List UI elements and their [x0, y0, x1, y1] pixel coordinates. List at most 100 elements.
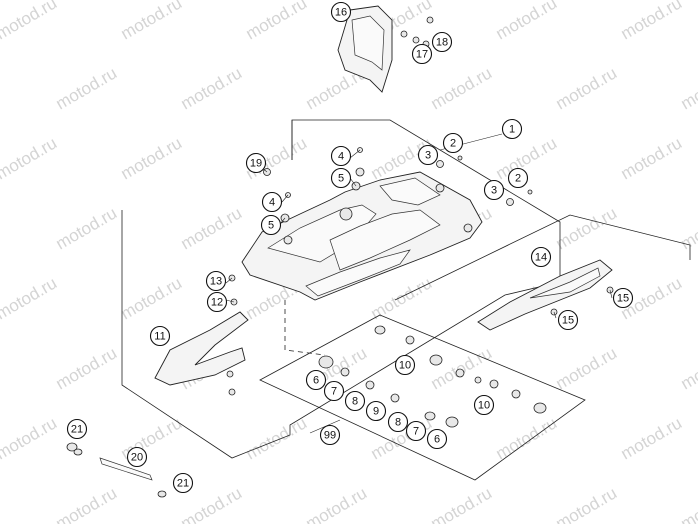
callout-1: 1 [501, 118, 523, 140]
callout-10b: 10 [473, 394, 495, 416]
callout-14: 14 [530, 246, 552, 268]
callout-14-label: 14 [535, 252, 547, 264]
callout-6a-circle [305, 369, 327, 391]
watermark-text: motod.ru [178, 63, 246, 113]
watermark-text: motod.ru [0, 413, 60, 463]
callout-6b-circle [426, 428, 448, 450]
callout-5b: 5 [260, 214, 282, 236]
callout-9-circle [365, 400, 387, 422]
callout-12-circle [206, 291, 228, 313]
callout-15b-label: 15 [562, 315, 574, 327]
callout-5a-circle [330, 167, 352, 189]
callout-15b: 15 [557, 309, 579, 331]
watermark-text: motod.ru [493, 0, 561, 43]
callout-8b: 8 [387, 411, 409, 433]
callout-1-label: 1 [509, 124, 515, 136]
callout-2b: 2 [507, 167, 529, 189]
watermark-text: motod.ru [53, 203, 121, 253]
watermark-text: motod.ru [53, 483, 121, 524]
watermark-text: motod.ru [553, 343, 621, 393]
callout-2a-label: 2 [450, 138, 456, 150]
callout-4a: 4 [330, 145, 352, 167]
callout-15a-circle [612, 287, 634, 309]
watermark-text: motod.ru [678, 343, 698, 393]
callout-4b-circle [261, 191, 283, 213]
callout-7b-circle [405, 420, 427, 442]
callout-5a-label: 5 [338, 173, 344, 185]
callout-21a: 21 [66, 418, 88, 440]
callout-6b: 6 [426, 428, 448, 450]
callout-3a-label: 3 [425, 150, 431, 162]
callout-20: 20 [126, 446, 148, 468]
callout-2a: 2 [442, 132, 464, 154]
callout-6a: 6 [305, 369, 327, 391]
callout-16-label: 16 [335, 7, 347, 19]
callout-13-circle [205, 270, 227, 292]
callout-15a-label: 15 [617, 293, 629, 305]
callout-21b-label: 21 [177, 478, 189, 490]
callout-17: 17 [411, 43, 433, 65]
watermark-text: motod.ru [618, 413, 686, 463]
leader-dashed [284, 300, 326, 356]
chain-slider-part [154, 274, 249, 396]
callout-11-label: 11 [154, 331, 165, 343]
watermark-text: motod.ru [553, 483, 621, 524]
callout-2b-label: 2 [515, 173, 521, 185]
callout-7a: 7 [323, 380, 345, 402]
watermark-text: motod.ru [618, 0, 686, 43]
chain-guide-part [337, 5, 393, 93]
callout-3b: 3 [483, 179, 505, 201]
watermark-text: motod.ru [553, 203, 621, 253]
callout-8a: 8 [344, 390, 366, 412]
callout-10a-label: 10 [399, 360, 411, 372]
watermark-text: motod.ru [0, 0, 60, 43]
callout-4a-circle [330, 145, 352, 167]
callout-14-circle [530, 246, 552, 268]
watermark-text: motod.ru [618, 133, 686, 183]
watermark-text: motod.ru [678, 63, 698, 113]
watermark-text: motod.ru [0, 133, 60, 183]
watermark-text: motod.ru [178, 203, 246, 253]
callout-9-label: 9 [373, 406, 379, 418]
callout-7a-label: 7 [331, 386, 337, 398]
callout-8b-circle [387, 411, 409, 433]
bearing-kit-parts [318, 325, 547, 428]
watermark-text: motod.ru [553, 63, 621, 113]
watermark-text: motod.ru [118, 273, 186, 323]
callout-99: 99 [319, 424, 341, 446]
callout-2a-circle [442, 132, 464, 154]
callout-17-label: 17 [416, 49, 428, 61]
callout-3b-label: 3 [491, 185, 497, 197]
callout-19: 19 [245, 152, 267, 174]
callout-6b-label: 6 [434, 434, 440, 446]
watermark-text: motod.ru [428, 343, 496, 393]
callout-19-circle [245, 152, 267, 174]
callout-4a-label: 4 [338, 151, 344, 163]
callout-11-circle [149, 325, 171, 347]
callout-10b-circle [473, 394, 495, 416]
callout-1-circle [501, 118, 523, 140]
callout-20-circle [126, 446, 148, 468]
callout-4b: 4 [261, 191, 283, 213]
callout-8a-label: 8 [352, 396, 358, 408]
callout-2b-circle [507, 167, 529, 189]
callout-16-circle [330, 1, 352, 23]
watermark-text: motod.ru [118, 0, 186, 43]
callout-11: 11 [149, 325, 171, 347]
callout-19-label: 19 [250, 158, 262, 170]
callout-18-label: 18 [436, 37, 448, 49]
watermark-text: motod.ru [118, 133, 186, 183]
watermark-text: motod.ru [428, 63, 496, 113]
callout-8b-label: 8 [395, 417, 401, 429]
callout-4b-label: 4 [269, 197, 275, 209]
callout-18: 18 [431, 31, 453, 53]
callout-10b-label: 10 [478, 400, 490, 412]
swingarm-part [241, 171, 483, 301]
callout-5b-label: 5 [268, 220, 274, 232]
watermark-text: motod.ru [303, 483, 371, 524]
callout-20-label: 20 [131, 452, 143, 464]
callout-99-label: 99 [324, 430, 336, 442]
small-fasteners-16 [400, 16, 434, 48]
callout-7b: 7 [405, 420, 427, 442]
